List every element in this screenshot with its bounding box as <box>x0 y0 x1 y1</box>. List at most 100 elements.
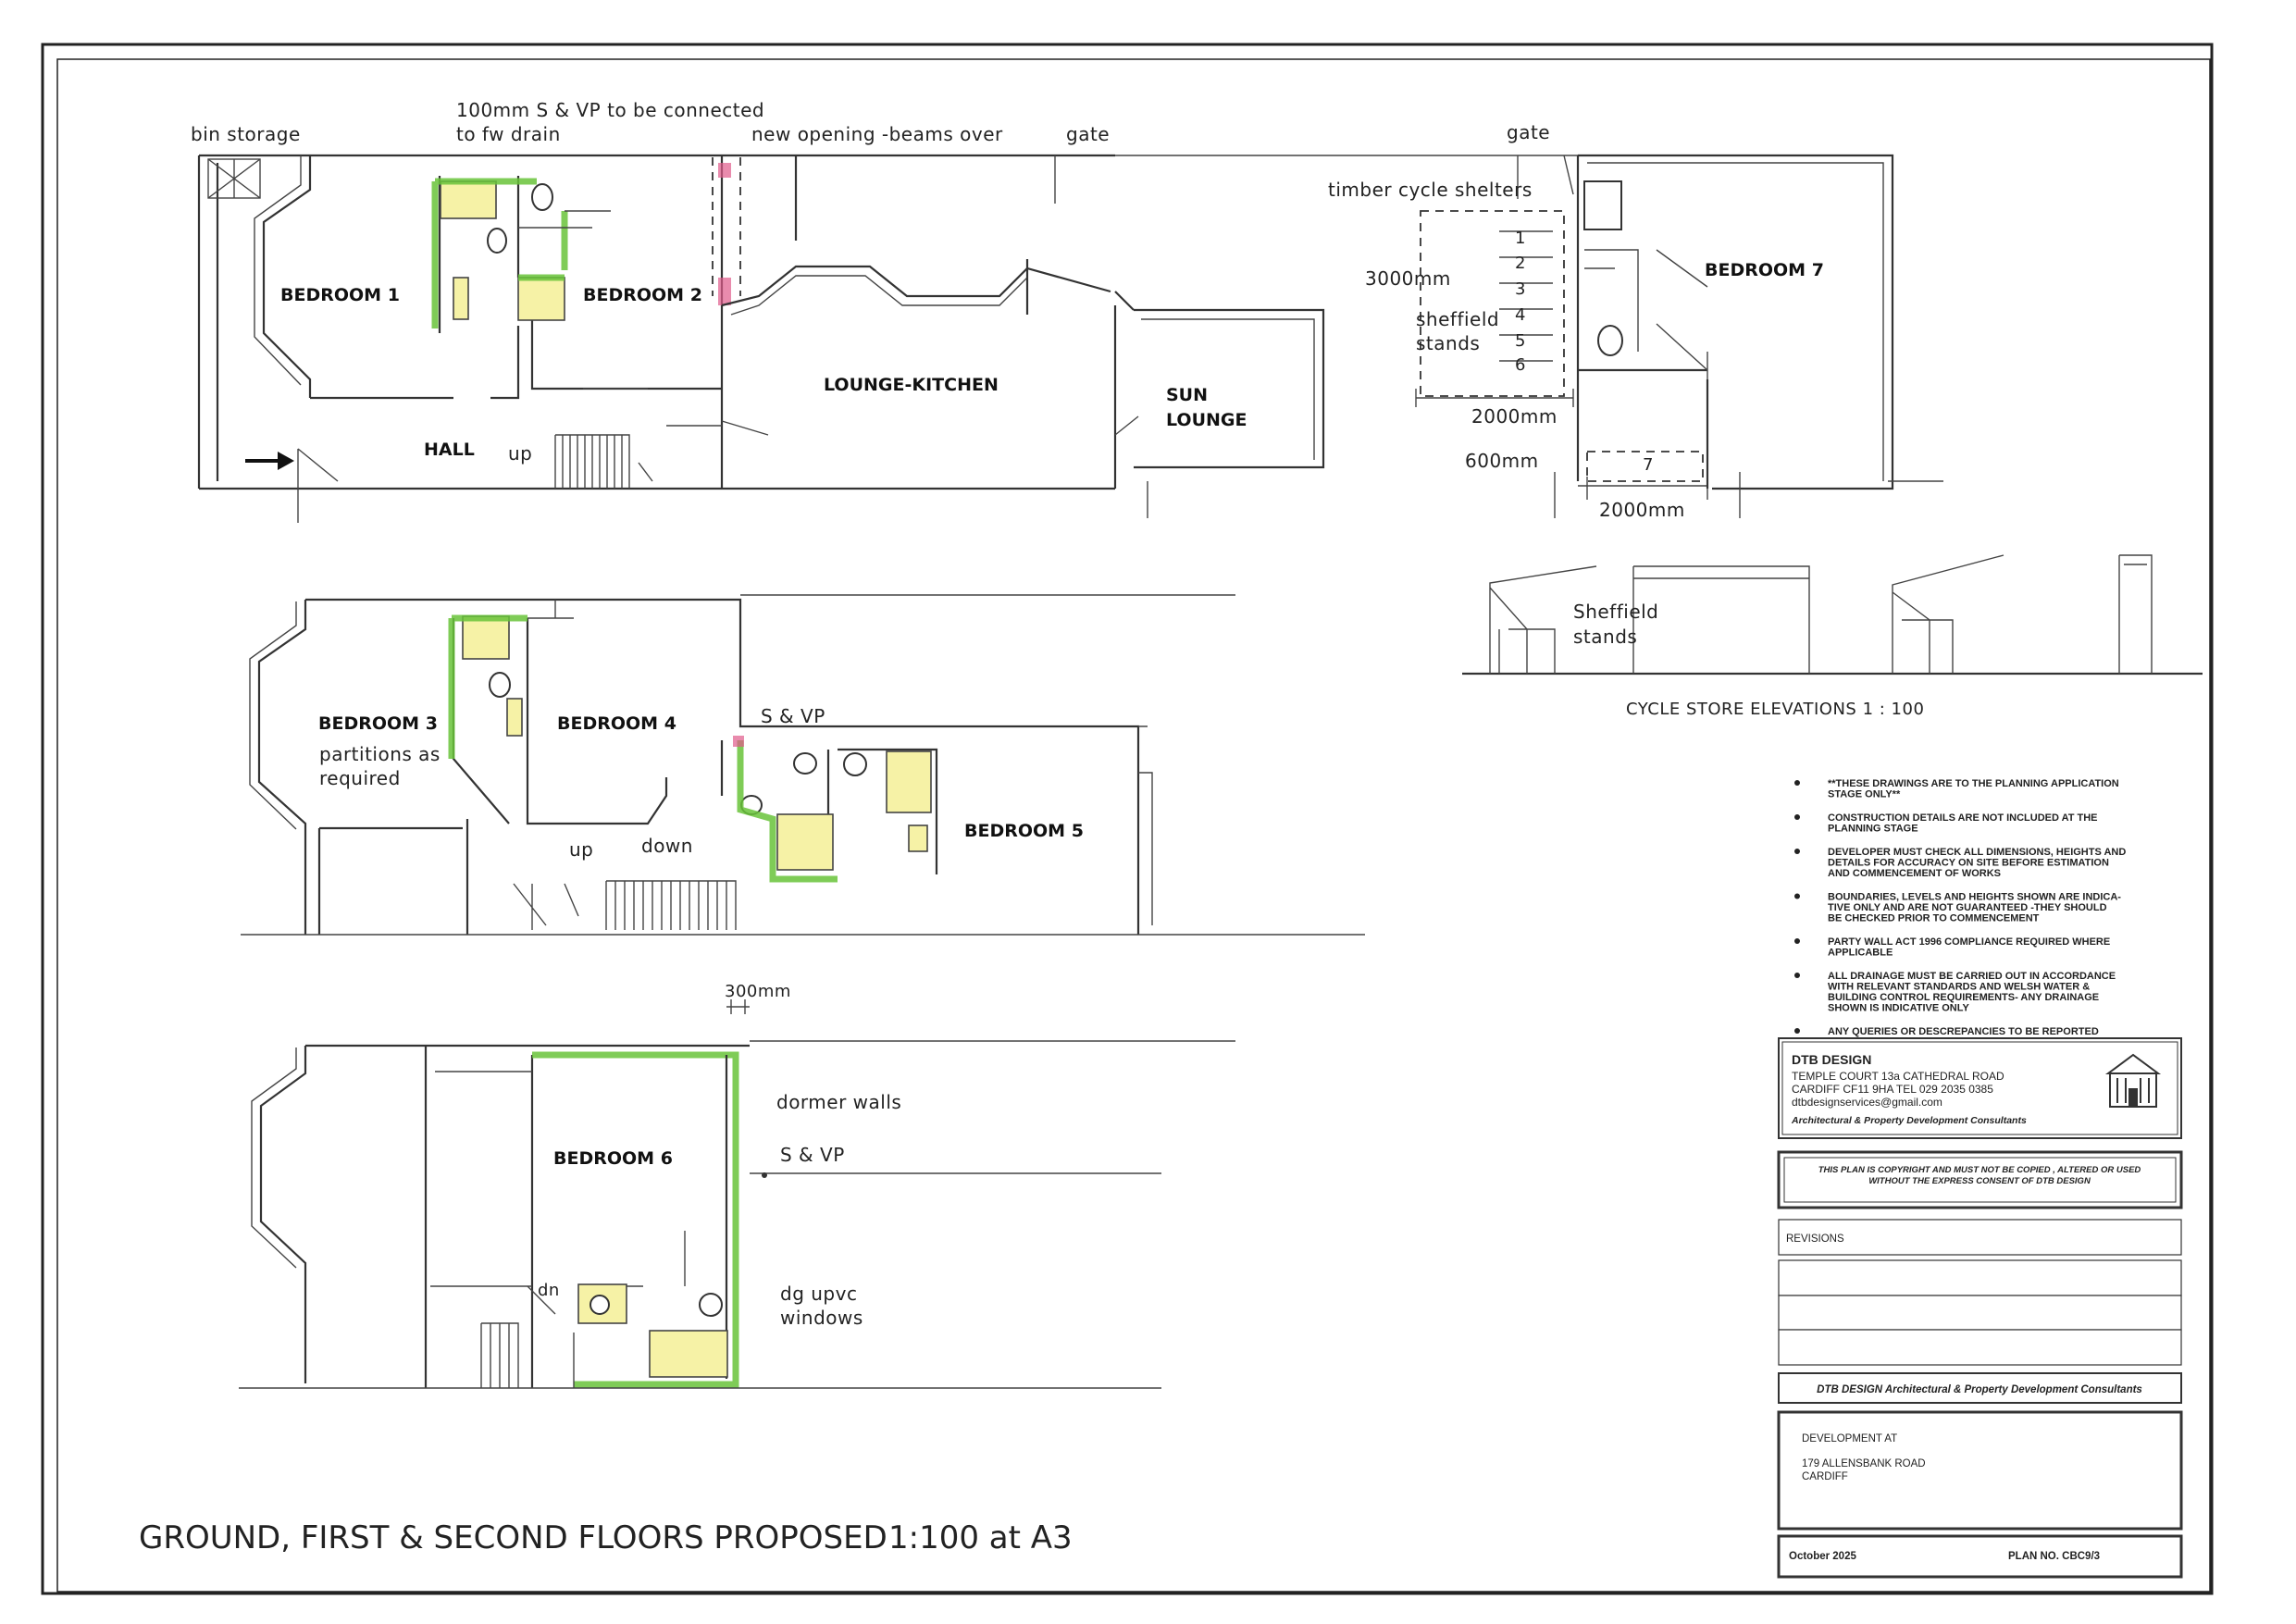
date-plan-panel <box>1777 1534 2183 1579</box>
gate-label: gate <box>1066 123 1110 145</box>
basin-fixture <box>453 277 469 320</box>
stand-number: 4 <box>1515 305 1526 325</box>
company-panel <box>1778 1037 2182 1139</box>
drawing-date: October 2025 <box>1789 1551 1856 1562</box>
dimension-2000: 2000mm <box>1599 499 1685 521</box>
company-banner-text: DTB DESIGN Architectural & Property Deve… <box>1817 1384 2142 1395</box>
svp-note-line2: to fw drain <box>456 123 561 145</box>
sheffield-note-line1: sheffield <box>1416 308 1499 330</box>
stair-up-label: up <box>508 442 532 465</box>
wc-pan-icon <box>1597 325 1623 356</box>
cycle-store-plan: 1 2 3 4 5 6 7 <box>1415 210 1708 500</box>
new-opening-note: new opening -beams over <box>751 123 1003 145</box>
svp-note: S & VP <box>780 1144 845 1166</box>
stair-down-label: down <box>641 835 693 857</box>
room-label-bedroom-7: BEDROOM 7 <box>1705 260 1824 280</box>
note-line: **THESE DRAWINGS ARE TO THE PLANNING APP… <box>1828 778 2119 789</box>
sheffield-note-line2: stands <box>1416 332 1480 354</box>
bath-fixture <box>649 1330 728 1378</box>
drawing-title: GROUND, FIRST & SECOND FLOORS PROPOSED <box>139 1519 887 1556</box>
note-line: BE CHECKED PRIOR TO COMMENCEMENT <box>1828 913 2040 924</box>
room-label-bedroom-3: BEDROOM 3 <box>318 713 438 734</box>
note-line: BOUNDARIES, LEVELS AND HEIGHTS SHOWN ARE… <box>1828 892 2121 903</box>
svp-marker <box>718 163 731 178</box>
shower-tray-fixture <box>776 813 834 871</box>
sheffield-elevation-line2: stands <box>1573 626 1637 648</box>
revision-row <box>1778 1329 2182 1366</box>
partitions-note-line1: partitions as <box>319 743 441 765</box>
wc-pan-icon <box>531 183 553 211</box>
stand-number: 2 <box>1515 254 1526 273</box>
partitions-note-line2: required <box>319 767 401 789</box>
ground-floor-plan: 1 2 3 4 5 6 7 bin storage 100mm S & VP t… <box>191 99 1943 523</box>
wc-basin-fixture <box>440 180 497 219</box>
revision-row <box>1778 1295 2182 1331</box>
elevations-caption: CYCLE STORE ELEVATIONS 1 : 100 <box>1626 700 1924 719</box>
dimension-3000: 3000mm <box>1365 267 1451 290</box>
note-bullet-icon <box>1794 814 1800 820</box>
wc-pan-icon <box>699 1293 723 1317</box>
room-label-hall: HALL <box>424 440 475 460</box>
company-email: dtbdesignservices@gmail.com <box>1792 1096 1942 1109</box>
dg-windows-note-line1: dg upvc <box>780 1283 857 1305</box>
company-banner <box>1778 1372 2182 1404</box>
revision-row <box>1778 1259 2182 1296</box>
note-line: TIVE ONLY AND ARE NOT GUARANTEED -THEY S… <box>1828 902 2107 913</box>
stand-number: 6 <box>1515 355 1526 375</box>
note-line: APPLICABLE <box>1828 948 1893 959</box>
wc-pan-icon <box>487 228 507 254</box>
svp-marker <box>733 736 744 747</box>
company-tagline: Architectural & Property Development Con… <box>1791 1115 2027 1126</box>
second-floor-plan: 300mm dormer walls S & VP dg upvc window… <box>239 982 1235 1389</box>
wc-pan-icon <box>843 752 867 776</box>
note-bullet-icon <box>1794 849 1800 854</box>
copyright-panel <box>1777 1150 2183 1209</box>
development-panel <box>1777 1410 2183 1531</box>
dg-windows-note-line2: windows <box>780 1307 863 1329</box>
stand-number: 5 <box>1515 331 1526 351</box>
dimension-600: 600mm <box>1465 450 1539 472</box>
note-line: BUILDING CONTROL REQUIREMENTS- ANY DRAIN… <box>1828 992 2099 1003</box>
room-label-bedroom-6: BEDROOM 6 <box>553 1148 673 1169</box>
svp-marker <box>718 278 731 305</box>
note-line: CONSTRUCTION DETAILS ARE NOT INCLUDED AT… <box>1828 812 2098 824</box>
note-bullet-icon <box>1794 893 1800 899</box>
cycle-store-elevations: Sheffield stands CYCLE STORE ELEVATIONS … <box>1462 554 2203 719</box>
copyright-line2: WITHOUT THE EXPRESS CONSENT OF DTB DESIG… <box>1868 1176 2091 1186</box>
note-bullet-icon <box>1794 938 1800 944</box>
title-block: DTB DESIGN TEMPLE COURT 13a CATHEDRAL RO… <box>1777 1037 2183 1579</box>
note-line: ALL DRAINAGE MUST BE CARRIED OUT IN ACCO… <box>1828 971 2116 982</box>
room-label-bedroom-5: BEDROOM 5 <box>964 821 1084 841</box>
note-line: DETAILS FOR ACCURACY ON SITE BEFORE ESTI… <box>1828 858 2109 869</box>
timber-shelters-note: timber cycle shelters <box>1328 179 1533 201</box>
company-logo-icon <box>2104 1053 2162 1108</box>
drawing-scale: 1:100 at A3 <box>888 1519 1073 1556</box>
copyright-line1: THIS PLAN IS COPYRIGHT AND MUST NOT BE C… <box>1818 1165 2141 1175</box>
room-label-bedroom-4: BEDROOM 4 <box>557 713 676 734</box>
note-line: ANY QUERIES OR DESCREPANCIES TO BE REPOR… <box>1828 1026 2099 1037</box>
svp-note-line1: 100mm S & VP to be connected <box>456 99 764 121</box>
stair-up-label: up <box>569 838 593 861</box>
basin-fixture <box>908 824 928 852</box>
room-label-sun-lounge: SUN <box>1166 385 1208 405</box>
sheet-outer-border <box>41 43 2214 1595</box>
company-name: DTB DESIGN <box>1792 1052 1871 1067</box>
room-label-bedroom-1: BEDROOM 1 <box>280 285 400 305</box>
general-notes-list: **THESE DRAWINGS ARE TO THE PLANNING APP… <box>1794 778 2126 1061</box>
note-line: AND COMMENCEMENT OF WORKS <box>1828 868 2001 879</box>
room-label-bedroom-2: BEDROOM 2 <box>583 285 702 305</box>
basin-fixture <box>506 698 523 737</box>
stand-number: 1 <box>1515 229 1526 248</box>
plan-number: PLAN NO. CBC9/3 <box>2008 1551 2100 1562</box>
bath-fixture <box>462 615 510 660</box>
stair-down-label: dn <box>538 1281 560 1300</box>
wc-pan-icon <box>489 672 511 698</box>
note-line: DEVELOPER MUST CHECK ALL DIMENSIONS, HEI… <box>1828 847 2126 858</box>
company-address-line1: TEMPLE COURT 13a CATHEDRAL ROAD <box>1792 1070 2004 1083</box>
site-address-line2: CARDIFF <box>1802 1471 1848 1482</box>
note-line: SHOWN IS INDICATIVE ONLY <box>1828 1003 1969 1014</box>
stand-number: 3 <box>1515 279 1526 299</box>
note-bullet-icon <box>1794 1028 1800 1034</box>
wc-pan-icon <box>793 752 817 775</box>
